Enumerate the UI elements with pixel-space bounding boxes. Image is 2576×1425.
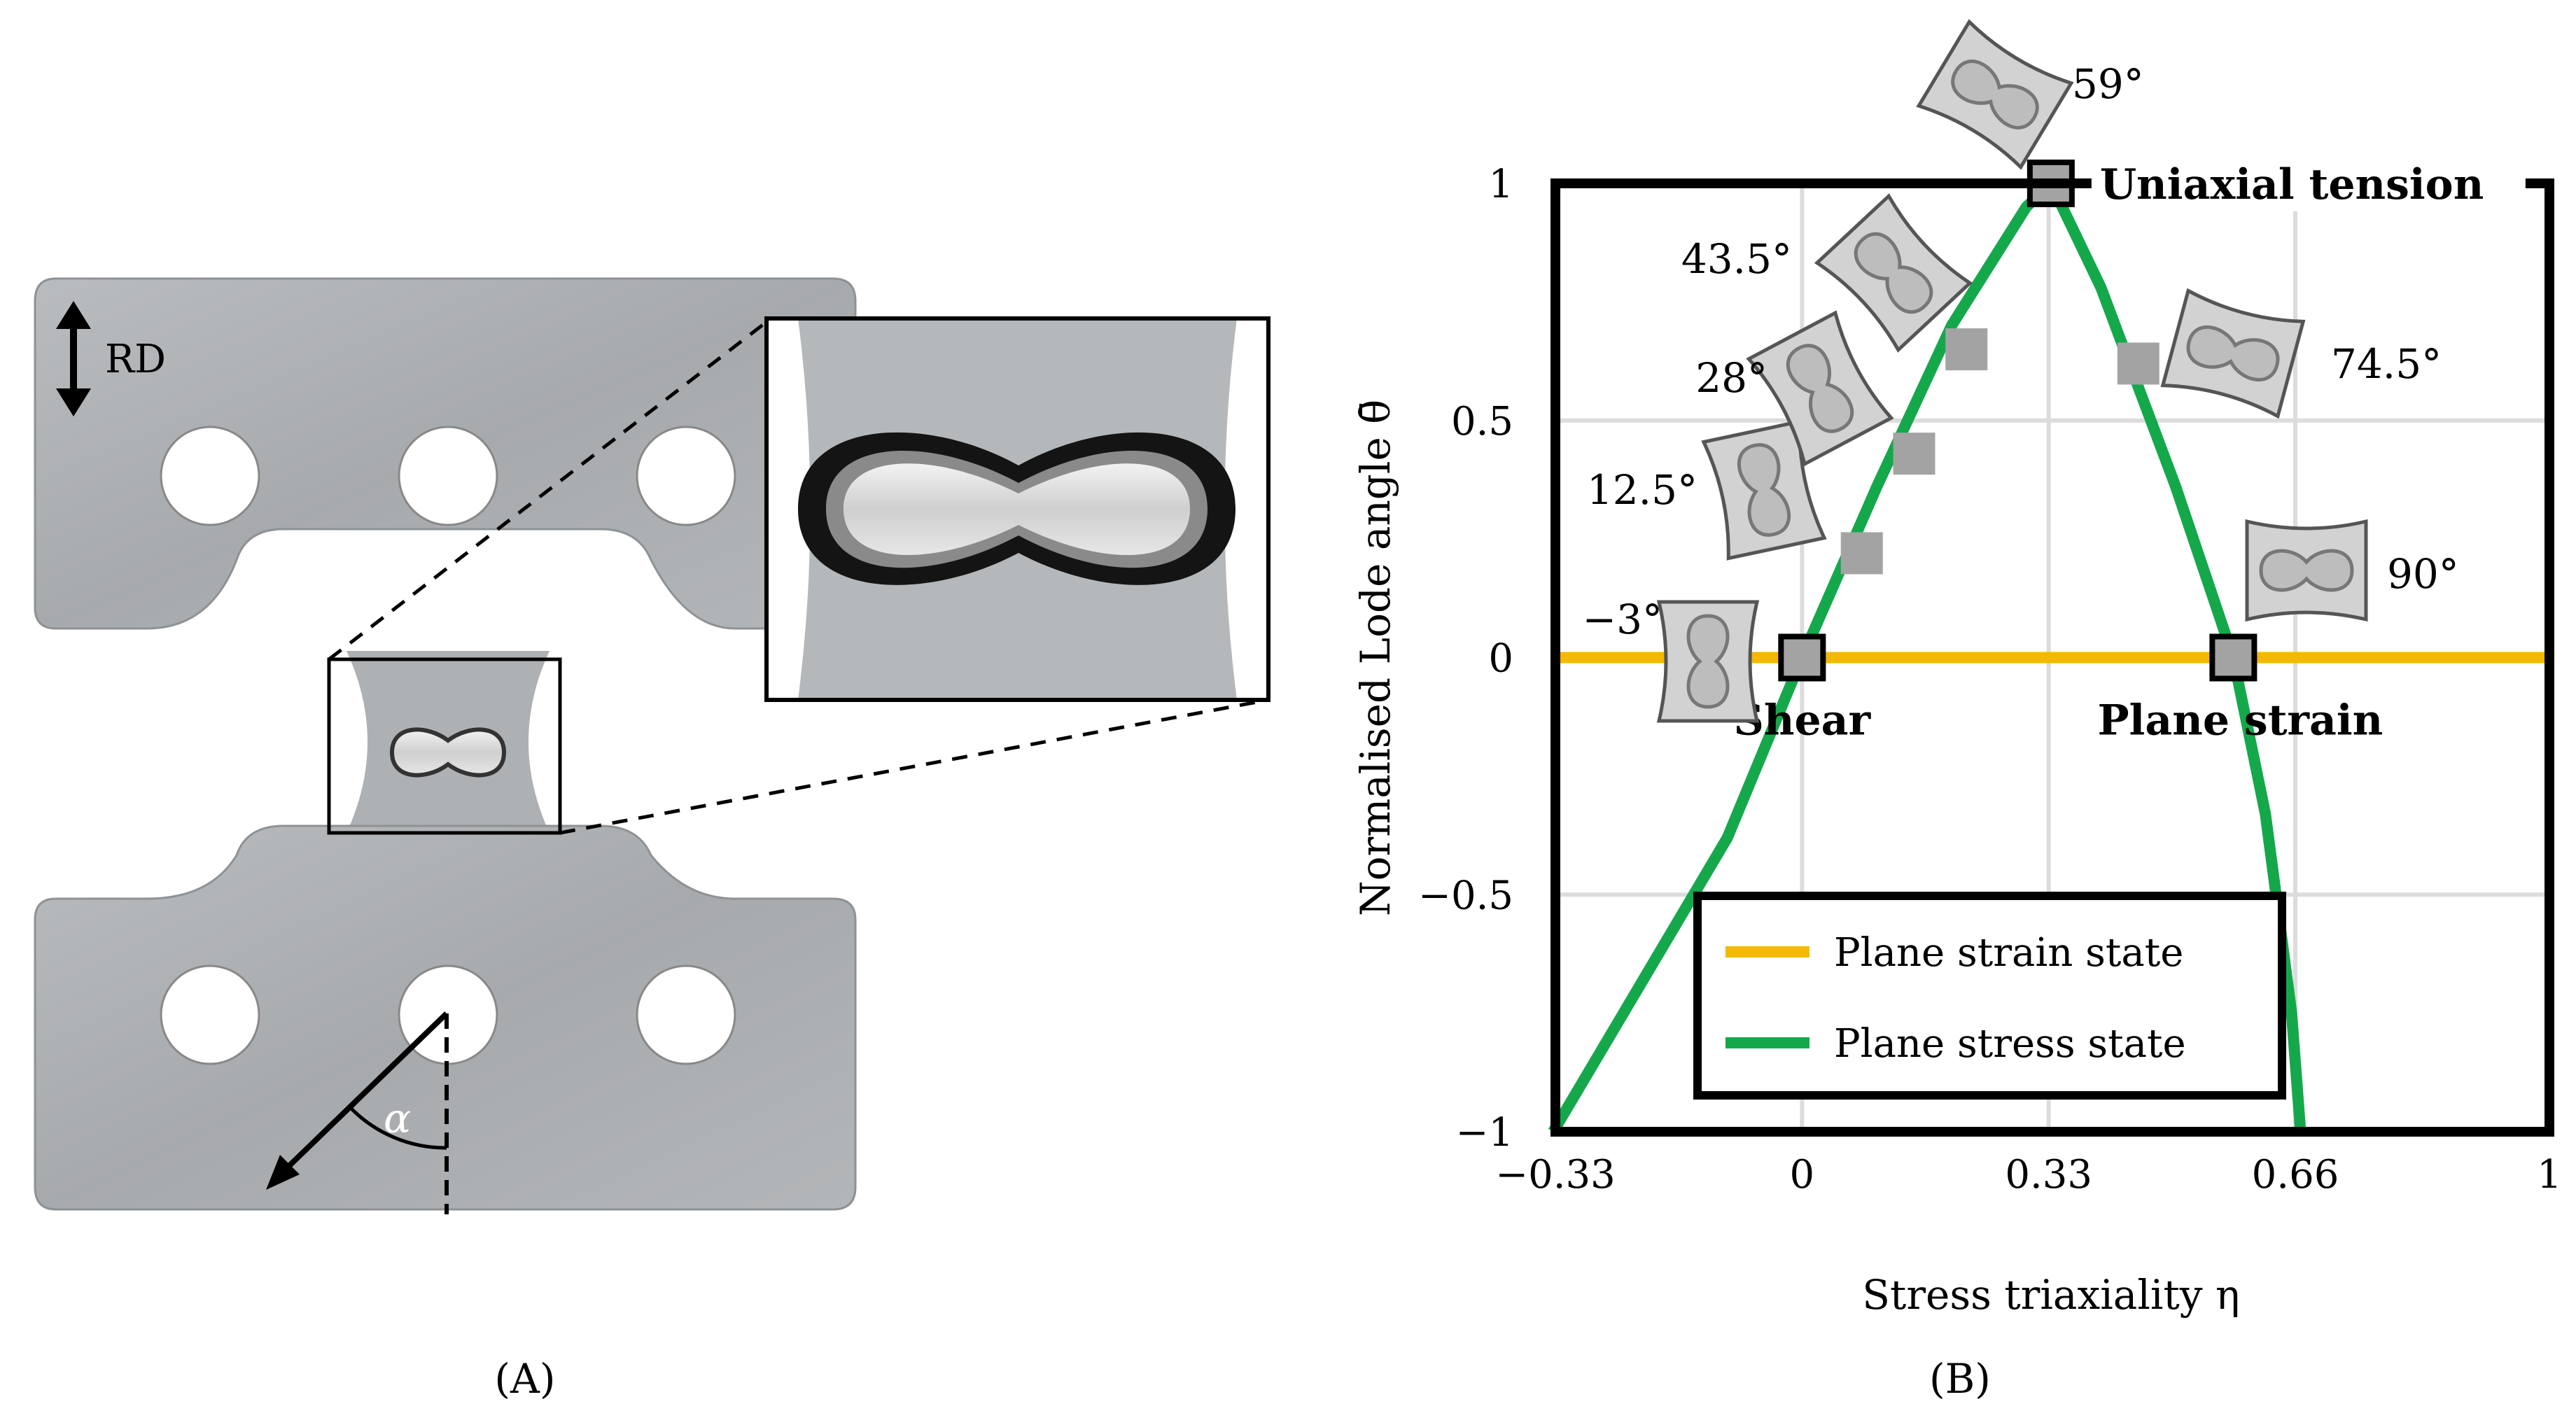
specimen-icon-slot: [1686, 614, 1730, 709]
specimen-icon-slot: [1737, 443, 1791, 537]
hole: [636, 426, 736, 526]
specimen-icon: [1916, 19, 2074, 170]
test-point-marker: [2117, 342, 2160, 385]
specimen-icon: [1746, 310, 1894, 467]
inset-slot-face: [844, 463, 1190, 556]
key-point-label: Uniaxial tension: [2100, 160, 2484, 209]
hole: [636, 964, 736, 1065]
specimen-icon-slot: [2186, 325, 2280, 382]
inset-frame: [764, 316, 1270, 702]
rd-label: RD: [105, 337, 166, 382]
x-tick-label: −0.33: [1495, 1152, 1616, 1198]
specimen-photo: RD α (A): [34, 277, 1270, 1403]
zoom-guide-line: [559, 698, 1269, 835]
specimen-icon: [1814, 193, 1973, 353]
chart-ticks: −0.33 0 0.33 0.66 1 1 0.5 0 −0.5 −1: [1418, 162, 2562, 1198]
specimen-icon-slot: [1951, 59, 2039, 129]
x-tick-label: 1: [2537, 1152, 2562, 1198]
specimen-icon: [1656, 600, 1760, 723]
rd-arrow-head-down: [56, 388, 91, 416]
specimen-angle-label: 28°: [1695, 354, 1768, 402]
specimen-angle-label: 43.5°: [1681, 235, 1792, 283]
gauge-right-notch: [528, 651, 567, 833]
y-tick-label: 1: [1488, 162, 1513, 207]
specimen-icon: [1701, 419, 1827, 561]
chart-specimens: −3° 12.5° 28° 43.5° 59° 74.5° 90°: [1583, 19, 2459, 723]
specimen-icon-slot: [1786, 344, 1854, 433]
key-point-marker: [1778, 633, 1826, 682]
specimen-icon-slot: [2259, 549, 2354, 592]
angle-arc: [349, 1106, 447, 1150]
y-axis-label: Normalised Lode angle θ̄: [1352, 400, 1399, 916]
key-point-marker: [2209, 633, 2258, 682]
specimen-angle-label: 90°: [2387, 550, 2459, 598]
panel-b-caption: (B): [1929, 1355, 1991, 1403]
x-tick-label: 0: [1790, 1152, 1815, 1198]
hole: [160, 426, 260, 526]
plot-frame: [1550, 178, 2554, 1137]
y-tick-label: 0.5: [1451, 399, 1513, 444]
specimen-angle-label: 59°: [2072, 60, 2144, 108]
test-point-marker: [1840, 532, 1883, 575]
rd-arrow-head-up: [56, 301, 91, 329]
zoom-guide-line: [328, 321, 768, 661]
test-point-marker: [1945, 328, 1988, 371]
key-point-label: Plane strain: [2097, 696, 2383, 745]
x-tick-label: 0.33: [2005, 1152, 2092, 1198]
y-tick-label: −1: [1455, 1110, 1513, 1156]
specimen-angle-label: 12.5°: [1587, 466, 1698, 514]
specimen-angle-label: 74.5°: [2331, 340, 2442, 388]
panel-a-caption: (A): [494, 1355, 555, 1403]
gauge-slot: [389, 727, 507, 778]
y-tick-label: 0: [1488, 636, 1513, 682]
legend-label: Plane strain state: [1834, 930, 2183, 976]
zoom-region-box: [327, 657, 562, 835]
legend-box: [1693, 892, 2286, 1100]
hole: [160, 964, 260, 1065]
x-tick-label: 0.66: [2252, 1152, 2339, 1198]
lode-triaxiality-chart: −0.33 0 0.33 0.66 1 1 0.5 0 −0.5 −1 Uniaxial tens…: [1352, 19, 2562, 1403]
legend-label: Plane stress state: [1834, 1021, 2186, 1067]
specimen-icon-slot: [1854, 232, 1933, 314]
specimen-icon: [2245, 519, 2368, 622]
test-point-marker: [1893, 433, 1935, 475]
specimen-icon: [2160, 288, 2306, 419]
angle-direction-arrow-head: [266, 1155, 300, 1190]
zoom-inset: [764, 316, 1270, 702]
gauge-left-notch: [329, 651, 368, 833]
angle-direction-arrow: [270, 1011, 449, 1185]
angle-label: α: [384, 1095, 411, 1142]
key-point-label-bg: [2091, 158, 2526, 211]
x-axis-label: Stress triaxiality η: [1862, 1271, 2239, 1319]
specimen-angle-label: −3°: [1583, 596, 1663, 643]
hole: [398, 426, 498, 526]
y-tick-label: −0.5: [1418, 873, 1513, 918]
